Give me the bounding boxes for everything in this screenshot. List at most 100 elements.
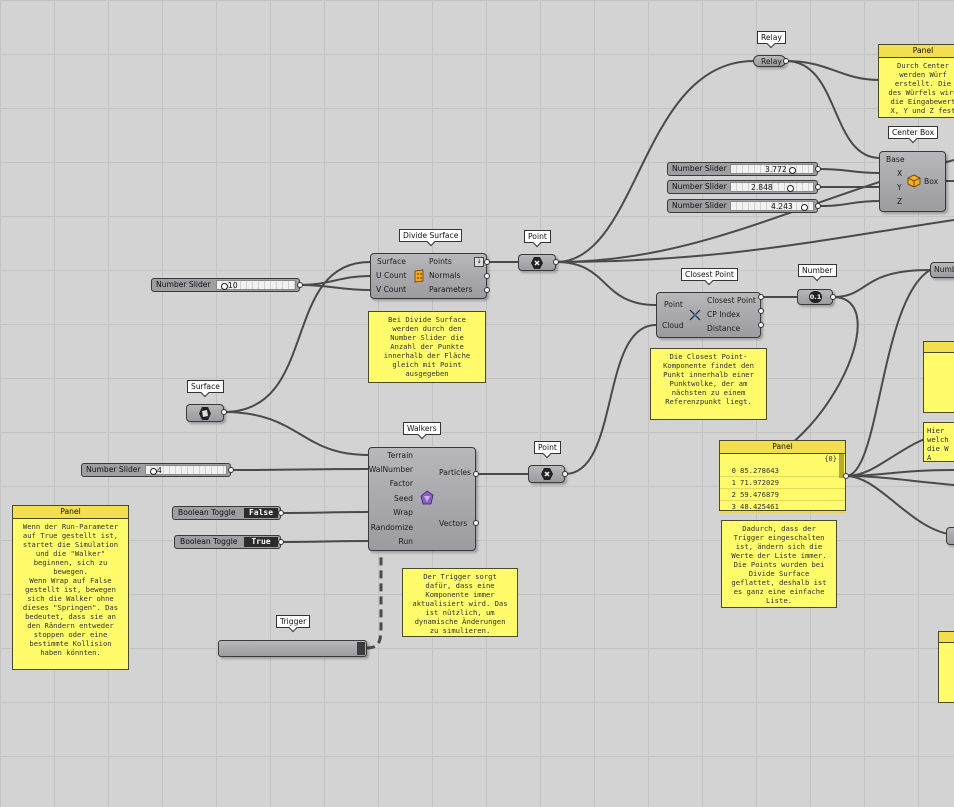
wire-pointb-closest — [564, 324, 657, 475]
note-trigger: Der Trigger sorgt dafür, dass eine Kompo… — [402, 568, 518, 637]
port-grip[interactable] — [783, 58, 789, 64]
slider-z-track[interactable]: 4.243 — [730, 201, 814, 211]
wire-point-cloud — [555, 261, 657, 306]
wire-surface-walkers — [223, 411, 369, 456]
port-grip[interactable] — [484, 259, 490, 265]
walkers-output-vectors: Vectors — [439, 519, 468, 528]
panel-left-text: Wenn der Run-Parameter auf True gestellt… — [22, 522, 119, 657]
port-grip[interactable] — [758, 308, 764, 314]
panel-top[interactable]: Panel Durch Center werden Würf erstellt.… — [878, 44, 954, 118]
port-grip[interactable] — [228, 467, 234, 473]
port-grip[interactable] — [473, 471, 479, 477]
right-panel-partial-2[interactable] — [938, 631, 954, 703]
surface-tag: Surface — [187, 380, 224, 393]
port-grip[interactable] — [278, 510, 284, 516]
point-bottom-component[interactable] — [528, 465, 565, 483]
toggle-wrap[interactable]: Boolean Toggle False — [172, 506, 281, 520]
panel-left[interactable]: Panel Wenn der Run-Parameter auf True ge… — [12, 505, 129, 670]
slider-count-track[interactable]: 10 — [216, 280, 296, 290]
trigger-handle[interactable] — [357, 642, 365, 655]
wire-list-right-4 — [845, 475, 954, 536]
right-panel-partial-title — [924, 342, 954, 353]
port-grip[interactable] — [221, 409, 227, 415]
closest-input-point: Point — [664, 300, 683, 309]
right-number-label: Numb — [934, 265, 954, 274]
divide-output-points: Points — [429, 257, 452, 266]
slider-y-track[interactable]: 2.848 — [730, 182, 814, 192]
port-grip[interactable] — [843, 473, 849, 479]
slider-y-knob[interactable] — [787, 185, 794, 192]
toggle-wrap-name: Boolean Toggle — [178, 508, 236, 517]
toggle-wrap-value[interactable]: False — [244, 508, 278, 518]
list-index: 2 — [731, 490, 736, 499]
slider-z-knob[interactable] — [801, 204, 808, 211]
port-grip[interactable] — [484, 287, 490, 293]
walkers-input-terrain: Terrain — [387, 451, 413, 460]
slider-count-knob[interactable] — [221, 283, 228, 290]
slider-walkers[interactable]: Number Slider 4 — [81, 463, 231, 477]
center-box-component[interactable]: Base X Y Z Box — [879, 151, 946, 212]
wire-wrap — [280, 511, 369, 514]
walkers-component[interactable]: Terrain WalNumber Factor Seed Wrap Rando… — [368, 447, 476, 551]
port-grip[interactable] — [297, 282, 303, 288]
list-item: 2 59.476879 — [720, 489, 845, 501]
center-box-input-x: X — [897, 169, 903, 178]
divide-input-ucount: U Count — [376, 271, 407, 280]
port-grip[interactable] — [815, 166, 821, 172]
slider-x-name: Number Slider — [672, 164, 727, 173]
walkers-input-walnumber: WalNumber — [368, 465, 413, 474]
wire-point-right-2 — [555, 219, 954, 263]
port-grip[interactable] — [758, 294, 764, 300]
wire-relay-panel — [785, 60, 881, 81]
toggle-run[interactable]: Boolean Toggle True — [174, 535, 281, 549]
slider-walkers-track[interactable]: 4 — [145, 465, 227, 475]
number-component[interactable]: 0.1 — [797, 289, 833, 305]
divide-surface-component[interactable]: Surface U Count V Count Points Normals P… — [370, 253, 487, 299]
slider-x[interactable]: Number Slider 3.772 — [667, 162, 818, 176]
relay-label: Relay — [761, 57, 782, 66]
slider-x-knob[interactable] — [789, 167, 796, 174]
list-index: 1 — [731, 478, 736, 487]
point-top-component[interactable] — [518, 254, 556, 271]
slider-x-track[interactable]: 3.772 — [730, 164, 814, 174]
port-grip[interactable] — [473, 520, 479, 526]
relay-component[interactable]: Relay — [753, 55, 786, 67]
point-param-icon — [541, 468, 553, 480]
slider-z-name: Number Slider — [672, 201, 727, 210]
port-grip[interactable] — [553, 259, 559, 265]
point-bottom-tag: Point — [534, 441, 561, 454]
port-grip[interactable] — [562, 471, 568, 477]
number-icon: 0.1 — [809, 291, 822, 303]
port-grip[interactable] — [278, 539, 284, 545]
center-box-tag: Center Box — [888, 126, 939, 139]
slider-walkers-knob[interactable] — [150, 468, 157, 475]
panel-list-scrollbar[interactable] — [839, 454, 844, 478]
trigger-component[interactable] — [218, 640, 367, 657]
right-component-partial[interactable] — [946, 527, 954, 545]
port-grip[interactable] — [815, 203, 821, 209]
slider-z-value: 4.243 — [771, 202, 793, 211]
list-value: 59.476879 — [740, 490, 779, 499]
port-grip[interactable] — [758, 322, 764, 328]
wire-list-right-3 — [845, 475, 954, 486]
number-tag: Number — [798, 264, 837, 277]
center-box-output-box: Box — [924, 177, 939, 186]
slider-z[interactable]: Number Slider 4.243 — [667, 199, 818, 213]
wire-count-u — [299, 275, 371, 286]
walkers-output-particles: Particles — [439, 468, 472, 477]
closest-point-component[interactable]: Point Cloud Closest Point CP Index Dista… — [656, 292, 761, 338]
flatten-icon[interactable]: ↓ — [474, 257, 484, 267]
slider-y[interactable]: Number Slider 2.848 — [667, 180, 818, 194]
right-panel-partial[interactable] — [923, 341, 954, 413]
port-grip[interactable] — [830, 294, 836, 300]
port-grip[interactable] — [815, 184, 821, 190]
right-number-component[interactable]: Numb — [930, 262, 954, 278]
surface-component[interactable] — [186, 404, 224, 422]
slider-count[interactable]: Number Slider 10 — [151, 278, 300, 292]
slider-walkers-name: Number Slider — [86, 465, 141, 474]
port-grip[interactable] — [484, 273, 490, 279]
toggle-run-value[interactable]: True — [244, 537, 278, 547]
